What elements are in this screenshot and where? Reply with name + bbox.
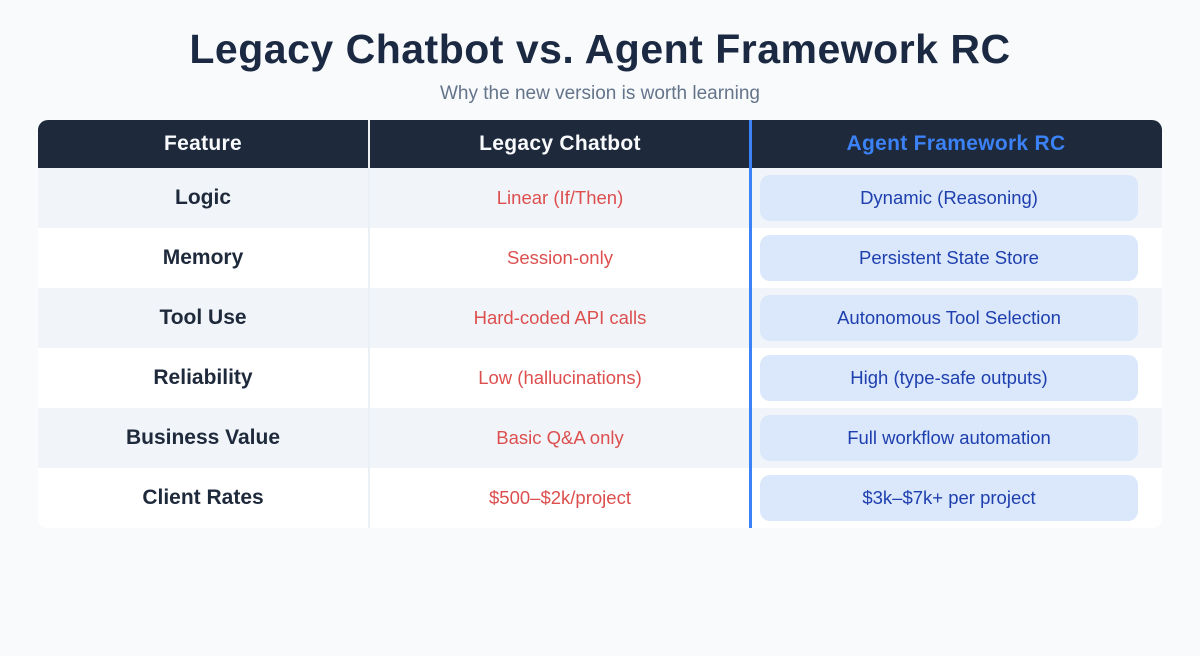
legacy-value-cell: Basic Q&A only [496, 427, 624, 448]
agent-column-accent-line [749, 120, 752, 528]
page: Legacy Chatbot vs. Agent Framework RC Wh… [0, 26, 1200, 528]
legacy-value-cell: Session-only [507, 247, 613, 268]
column-header-legacy-chatbot: Legacy Chatbot [479, 132, 641, 155]
feature-cell: Tool Use [38, 288, 370, 348]
legacy-value-cell: Low (hallucinations) [478, 367, 642, 388]
agent-value-cell: Dynamic (Reasoning) [750, 168, 1162, 228]
agent-value-cell: High (type-safe outputs) [750, 348, 1162, 408]
table-row: Memory Session-only Persistent State Sto… [38, 228, 1162, 288]
agent-value-pill: Persistent State Store [760, 235, 1138, 281]
agent-value-cell: Autonomous Tool Selection [750, 288, 1162, 348]
legacy-value-cell: Linear (If/Then) [496, 187, 624, 208]
agent-value-cell: Persistent State Store [750, 228, 1162, 288]
agent-value-pill: $3k–$7k+ per project [760, 475, 1138, 521]
table-row: Client Rates $500–$2k/project $3k–$7k+ p… [38, 468, 1162, 528]
feature-cell: Business Value [38, 408, 370, 468]
legacy-value-cell: $500–$2k/project [489, 487, 631, 508]
page-title: Legacy Chatbot vs. Agent Framework RC [189, 26, 1011, 72]
feature-cell: Logic [38, 168, 370, 228]
agent-value-cell: Full workflow automation [750, 408, 1162, 468]
feature-cell: Memory [38, 228, 370, 288]
agent-value-cell: $3k–$7k+ per project [750, 468, 1162, 528]
feature-cell: Reliability [38, 348, 370, 408]
table-row: Logic Linear (If/Then) Dynamic (Reasonin… [38, 168, 1162, 228]
legacy-value-cell: Hard-coded API calls [473, 307, 647, 328]
table-row: Business Value Basic Q&A only Full workf… [38, 408, 1162, 468]
table-header-row: Feature Legacy Chatbot Agent Framework R… [38, 120, 1162, 168]
column-header-feature: Feature [38, 120, 370, 168]
column-header-agent-framework: Agent Framework RC [846, 132, 1066, 155]
table-row: Reliability Low (hallucinations) High (t… [38, 348, 1162, 408]
page-subtitle: Why the new version is worth learning [440, 83, 760, 104]
agent-value-pill: High (type-safe outputs) [760, 355, 1138, 401]
agent-value-pill: Dynamic (Reasoning) [760, 175, 1138, 221]
comparison-table: Feature Legacy Chatbot Agent Framework R… [38, 120, 1162, 528]
agent-value-pill: Full workflow automation [760, 415, 1138, 461]
agent-value-pill: Autonomous Tool Selection [760, 295, 1138, 341]
feature-cell: Client Rates [38, 468, 370, 528]
table-row: Tool Use Hard-coded API calls Autonomous… [38, 288, 1162, 348]
